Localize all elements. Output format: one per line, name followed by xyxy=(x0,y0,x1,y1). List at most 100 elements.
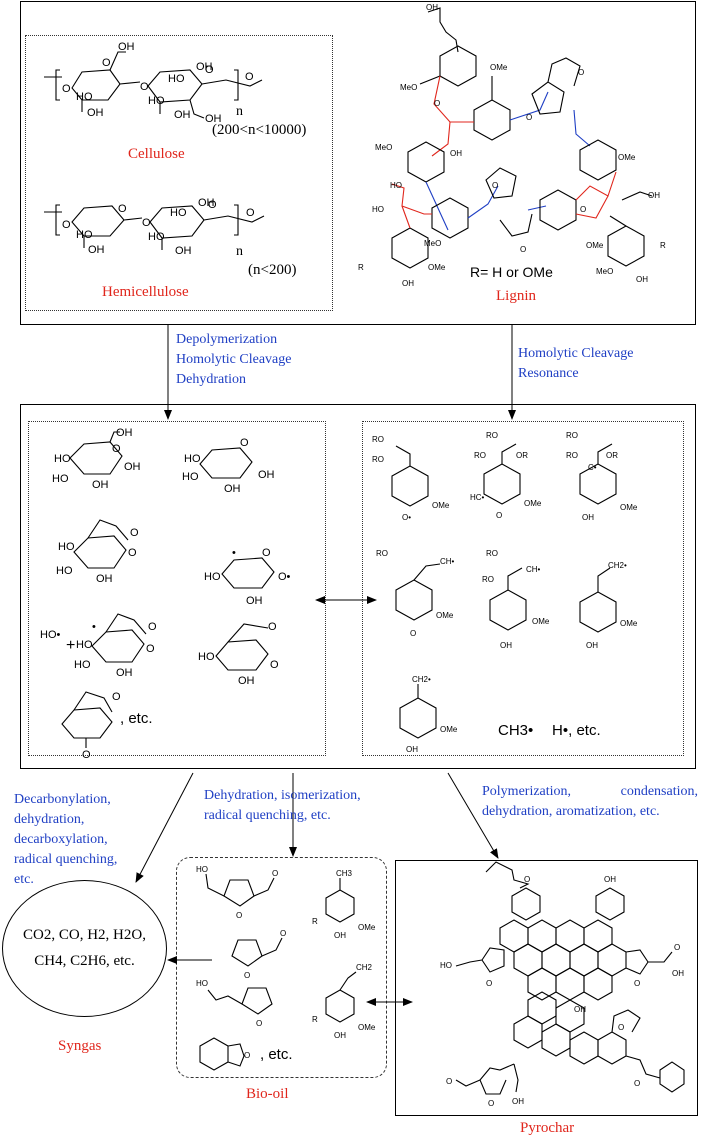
svg-text:OH: OH xyxy=(124,461,141,473)
bio-oil-frame xyxy=(176,857,387,1078)
svg-text:O: O xyxy=(262,547,271,559)
svg-text:O•: O• xyxy=(278,571,291,583)
svg-text:MeO: MeO xyxy=(400,83,417,92)
svg-text:CH3: CH3 xyxy=(336,869,353,878)
svg-text:RO: RO xyxy=(372,455,384,464)
svg-text:•: • xyxy=(232,547,236,559)
gas-step-0: Decarbonylation, xyxy=(14,792,111,807)
svg-text:O: O xyxy=(62,83,71,95)
svg-text:OMe: OMe xyxy=(428,263,446,272)
svg-text:O: O xyxy=(140,81,149,93)
svg-text:OMe: OMe xyxy=(432,501,450,510)
svg-text:RO: RO xyxy=(474,451,486,460)
char-step-0: Polymerization, xyxy=(482,784,572,799)
svg-text:OR: OR xyxy=(516,451,528,460)
h-radical: H•, etc. xyxy=(552,722,601,739)
svg-text:O•: O• xyxy=(402,513,411,522)
svg-text:OH: OH xyxy=(205,113,222,125)
svg-text:O: O xyxy=(102,57,111,69)
svg-text:R: R xyxy=(312,1015,318,1024)
arrow-to-pyrochar xyxy=(447,772,499,859)
svg-text:CH2: CH2 xyxy=(356,963,373,972)
svg-text:O: O xyxy=(112,691,121,703)
oil-step-0: Dehydration, isomerization, xyxy=(204,788,361,803)
etc-left: , etc. xyxy=(120,710,153,727)
svg-text:OH: OH xyxy=(198,197,215,209)
syngas-ellipse xyxy=(2,880,167,1017)
svg-text:O: O xyxy=(142,217,151,229)
svg-text:O: O xyxy=(272,869,278,878)
svg-text:O: O xyxy=(578,68,584,77)
etc-right: , etc. xyxy=(568,722,601,739)
svg-text:O: O xyxy=(634,1079,640,1088)
svg-text:OR: OR xyxy=(606,451,618,460)
oil-step-1: radical quenching, etc. xyxy=(204,808,331,823)
svg-text:O: O xyxy=(256,1019,262,1028)
svg-text:OH: OH xyxy=(175,245,192,257)
svg-text:OH: OH xyxy=(116,427,133,439)
svg-text:O: O xyxy=(270,659,279,671)
carbohydrate-steps: Depolymerization Homolytic Cleavage Dehy… xyxy=(176,330,291,390)
svg-text:O: O xyxy=(434,99,440,108)
svg-text:R: R xyxy=(660,241,666,250)
svg-text:HO: HO xyxy=(390,181,402,190)
pyrochar-frame xyxy=(395,860,698,1116)
svg-text:OH: OH xyxy=(118,41,135,53)
intermediates-frame xyxy=(20,404,696,769)
svg-text:O: O xyxy=(246,207,255,219)
svg-text:MeO: MeO xyxy=(424,239,441,248)
svg-text:OH: OH xyxy=(334,931,346,940)
svg-text:OH: OH xyxy=(450,149,462,158)
svg-text:O: O xyxy=(526,113,532,122)
cellulose-range: (200<n<10000) xyxy=(212,122,307,138)
svg-text:O: O xyxy=(280,929,286,938)
svg-text:O: O xyxy=(488,1099,494,1108)
svg-text:OH: OH xyxy=(334,1031,346,1040)
svg-text:HO: HO xyxy=(76,91,93,103)
svg-text:O: O xyxy=(496,511,502,520)
svg-text:HO: HO xyxy=(52,473,69,485)
feedstock-frame xyxy=(20,1,696,325)
svg-text:OH: OH xyxy=(604,875,616,884)
svg-text:OMe: OMe xyxy=(490,63,508,72)
oil-steps: Dehydration, isomerization, radical quen… xyxy=(204,786,361,826)
svg-text:RO: RO xyxy=(482,575,494,584)
svg-text:HO: HO xyxy=(56,565,73,577)
char-steps: Polymerization, condensation, dehydratio… xyxy=(482,782,698,822)
svg-text:OMe: OMe xyxy=(618,153,636,162)
step-homolytic-cleavage: Homolytic Cleavage xyxy=(176,352,292,367)
svg-text:OMe: OMe xyxy=(532,617,550,626)
svg-text:MeO: MeO xyxy=(375,143,392,152)
svg-text:OH: OH xyxy=(648,191,660,200)
svg-text:C•: C• xyxy=(588,463,597,472)
bio-oil-etc: , etc. xyxy=(260,1046,293,1063)
ch3-text: CH3 xyxy=(498,722,529,739)
svg-text:•: • xyxy=(92,621,96,633)
svg-text:OH: OH xyxy=(116,667,133,679)
svg-text:O: O xyxy=(268,621,277,633)
svg-text:OH: OH xyxy=(512,1097,524,1106)
svg-text:HO: HO xyxy=(76,229,93,241)
syngas-line1: CO2, CO, H2, H2O, xyxy=(23,927,146,943)
step-homolytic-cleavage-lignin: Homolytic Cleavage xyxy=(518,346,634,361)
char-step-line1: Polymerization, condensation, xyxy=(482,782,698,802)
svg-text:OMe: OMe xyxy=(358,1023,376,1032)
char-step-2: dehydration, aromatization, etc. xyxy=(482,804,660,819)
svg-text:O: O xyxy=(524,875,530,884)
svg-text:O: O xyxy=(244,971,250,980)
svg-text:HO: HO xyxy=(440,961,452,970)
gas-steps: Decarbonylation, dehydration, decarboxyl… xyxy=(14,790,117,890)
svg-text:R: R xyxy=(312,917,318,926)
svg-text:CH2•: CH2• xyxy=(412,675,431,684)
svg-text:O: O xyxy=(128,547,137,559)
svg-text:OH: OH xyxy=(406,745,418,754)
gas-step-3: radical quenching, xyxy=(14,852,118,867)
svg-text:OH: OH xyxy=(87,107,104,119)
svg-text:HO: HO xyxy=(372,205,384,214)
carbohydrate-intermediates-frame xyxy=(28,421,326,756)
